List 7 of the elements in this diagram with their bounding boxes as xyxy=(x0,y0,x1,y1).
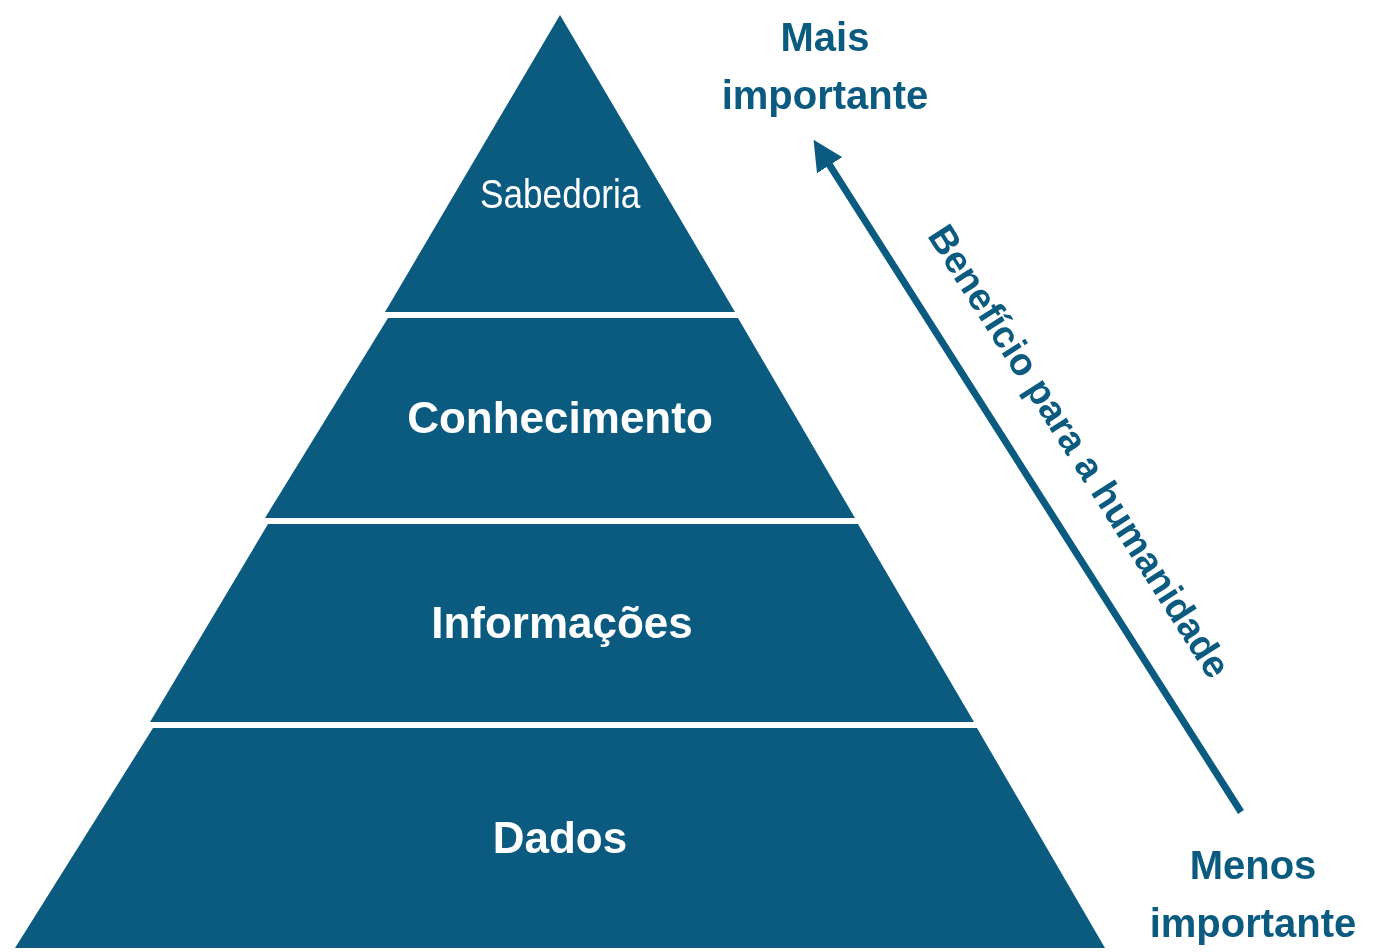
layer-label: Sabedoria xyxy=(479,172,641,217)
layer-label: Informações xyxy=(431,598,693,648)
scale-label: Mais importante xyxy=(720,14,930,119)
scale-label: Menos importante xyxy=(1148,842,1358,947)
arrow xyxy=(813,139,1244,814)
layer-label: Conhecimento xyxy=(407,393,713,443)
layer-label: Dados xyxy=(492,813,628,863)
